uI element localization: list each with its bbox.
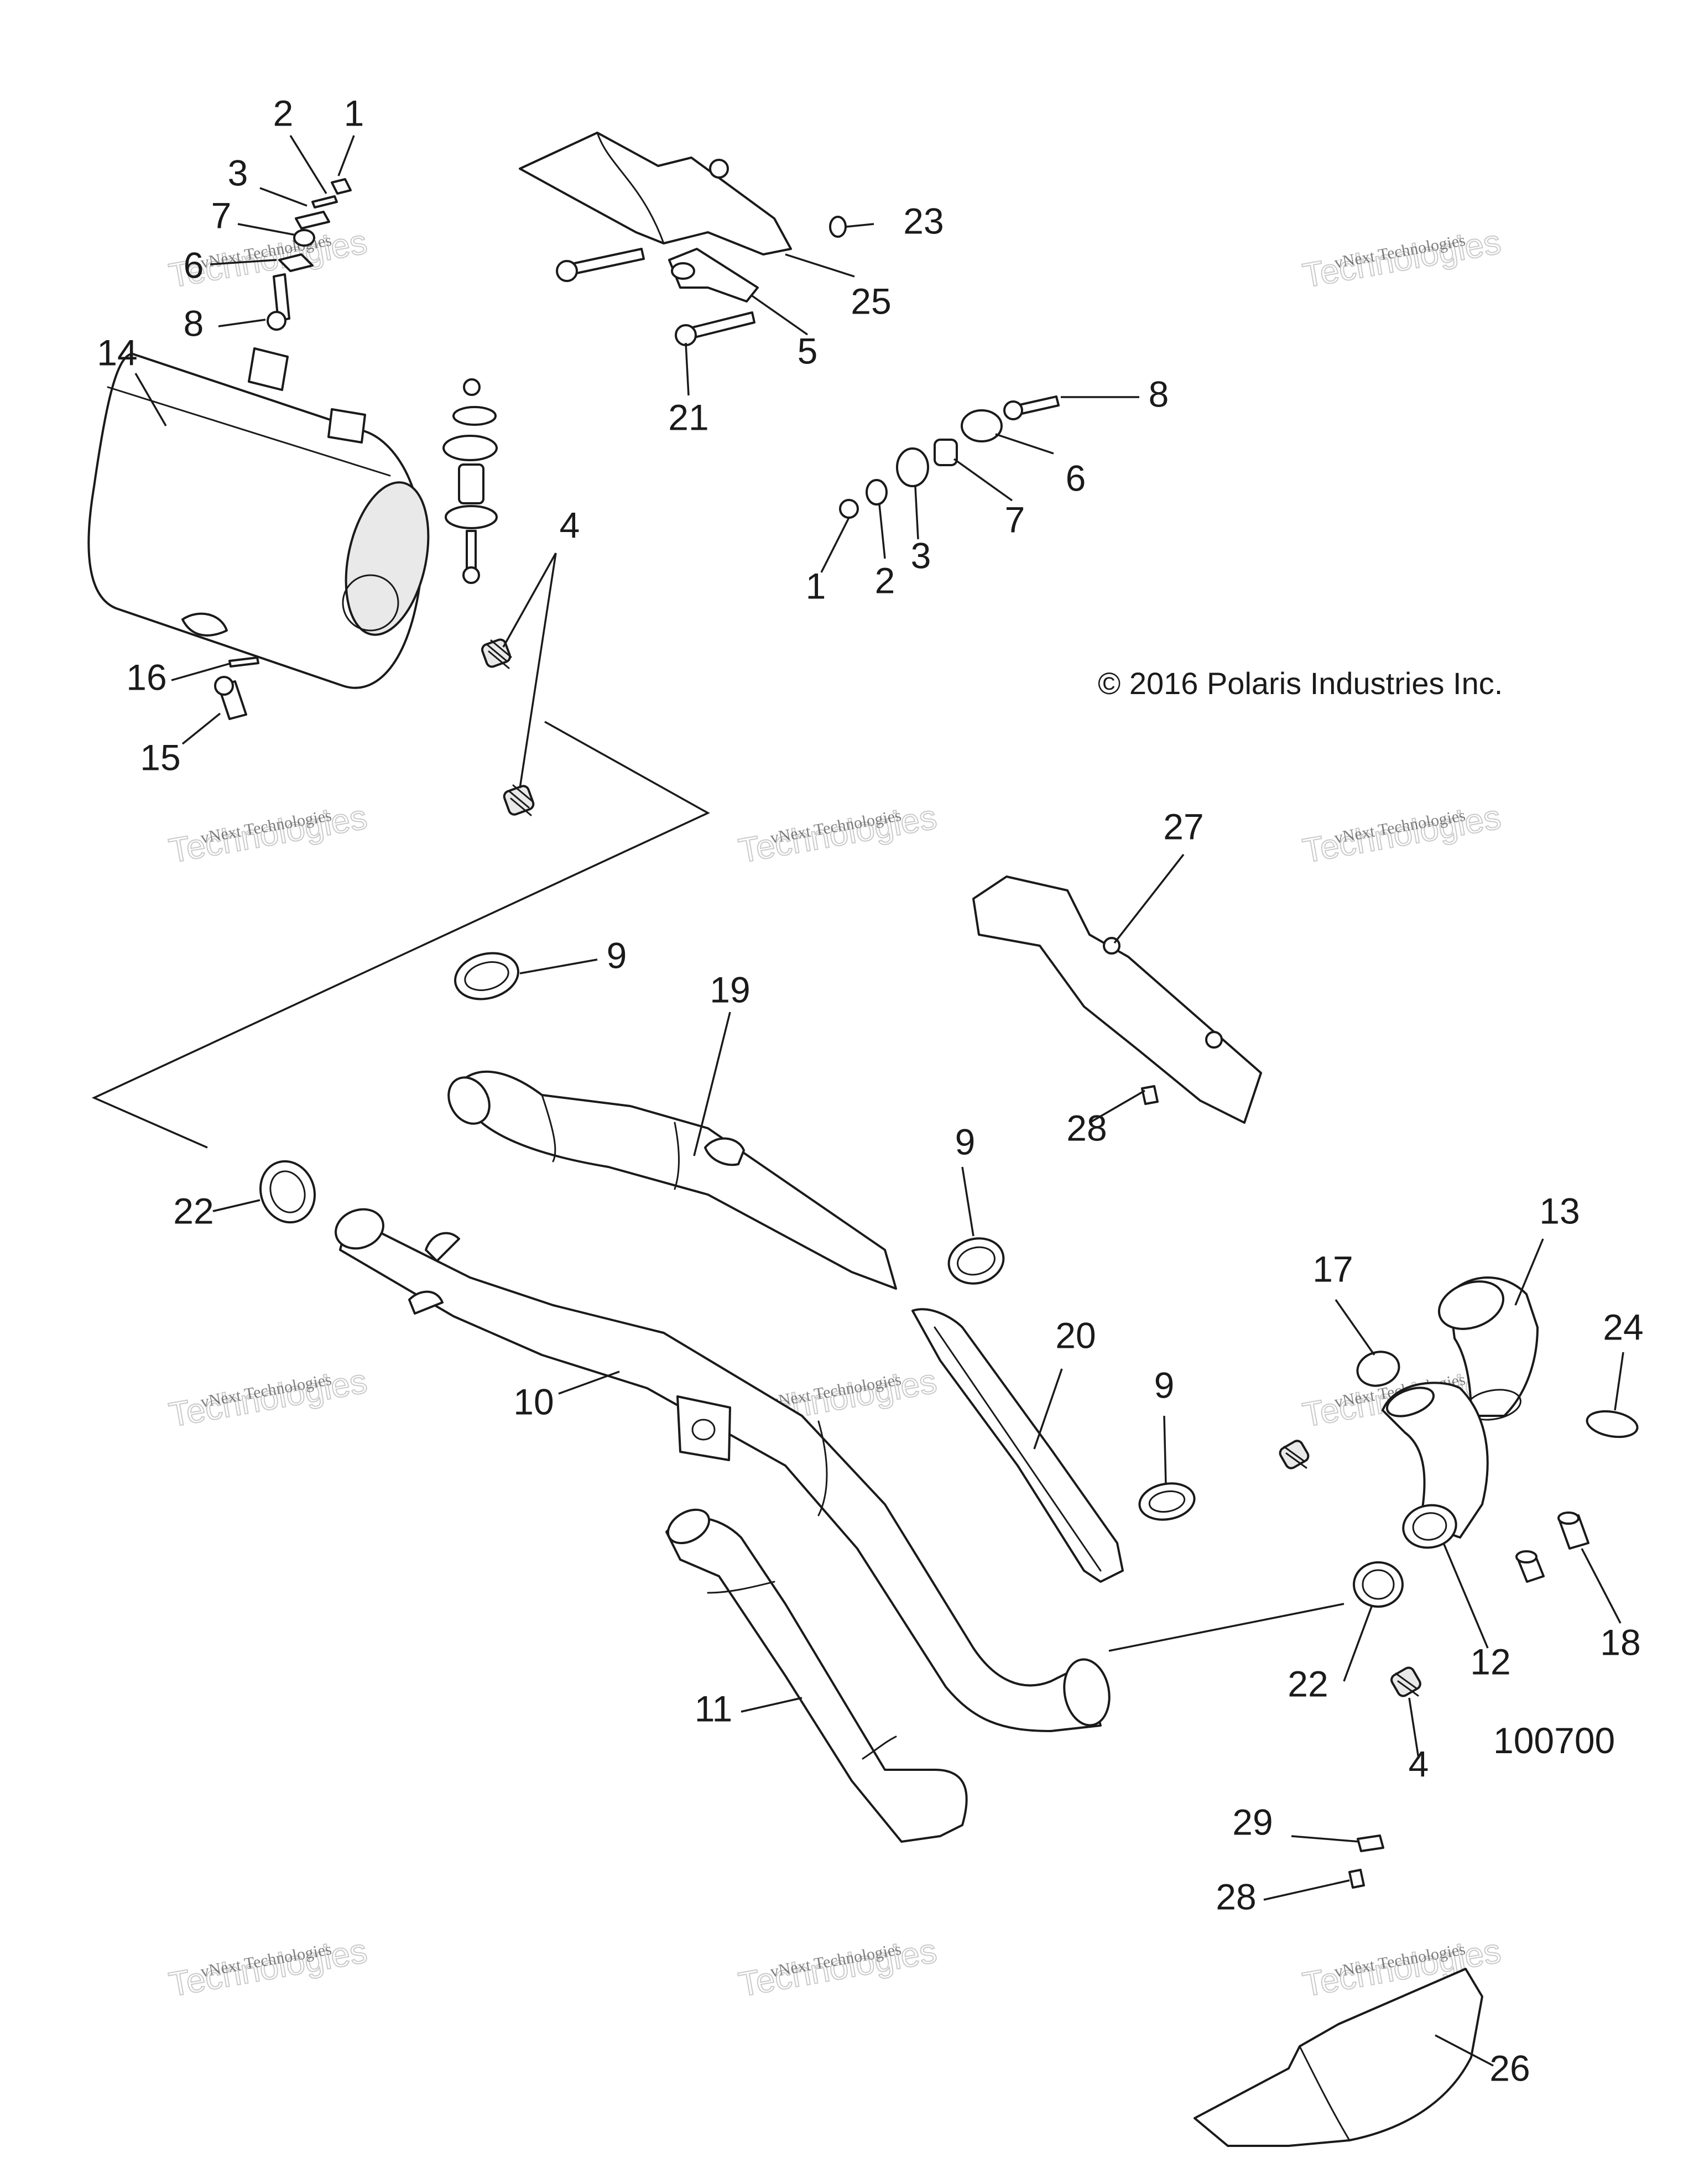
callout-label: 14 [97, 332, 137, 373]
clamp-24 [1586, 1410, 1639, 1438]
gasket [1353, 1561, 1404, 1608]
clamp [947, 1237, 1005, 1285]
callout-label: 21 [668, 397, 708, 437]
callout-label: 3 [228, 152, 248, 193]
watermark: Technologies vNext Technologies [165, 798, 370, 871]
clip [829, 216, 847, 238]
copyright-notice: © 2016 Polaris Industries Inc. [1098, 666, 1503, 701]
pipe-10 [335, 1208, 1111, 1732]
callout-label: 10 [513, 1381, 554, 1422]
heat-shield-20 [911, 1308, 1124, 1583]
muffler-mount-hardware-upper [267, 178, 352, 331]
callout-label: 25 [851, 280, 891, 321]
callout-label: 11 [695, 1688, 733, 1729]
callout-label: 9 [955, 1121, 976, 1162]
screw [1141, 1085, 1159, 1105]
callout-label: 28 [1216, 1876, 1256, 1917]
watermark: Technologies vNext Technologies [1299, 222, 1504, 296]
clamp [454, 952, 519, 1000]
callout-label: 13 [1539, 1190, 1580, 1231]
callout-label: 8 [1149, 373, 1169, 414]
callout-label: 18 [1600, 1622, 1640, 1662]
assembly-lines [91, 721, 1344, 1652]
callout-label: 7 [211, 195, 232, 236]
callout-label: 9 [1154, 1364, 1175, 1405]
watermark: Technologies vNext Technologies [165, 1362, 370, 1435]
callout-label: 1 [806, 565, 826, 606]
clip-29 [1357, 1834, 1384, 1852]
callout-label: 4 [560, 504, 580, 545]
watermark: Technologies vNext Technologies [735, 1931, 940, 2005]
shield-nut [709, 159, 729, 179]
muffler-mount-hardware-right [839, 395, 1060, 519]
heat-shield-middle [972, 875, 1262, 1124]
studs [1515, 1511, 1589, 1583]
callout-label: 17 [1312, 1248, 1353, 1289]
callout-label: 3 [911, 535, 931, 576]
heat-shield-upper [519, 132, 792, 256]
pipe-19 [447, 1070, 897, 1290]
callout-label: 22 [173, 1190, 213, 1231]
callout-label: 24 [1603, 1306, 1643, 1347]
clamp [1138, 1482, 1196, 1521]
callout-label: 6 [1066, 457, 1086, 498]
pipe-12 [1382, 1382, 1489, 1549]
callout-label: 28 [1066, 1107, 1107, 1148]
heat-shield-lower [1194, 1968, 1483, 2147]
callout-labels: 1 2 3 7 6 8 23 25 5 21 8 6 7 3 2 1 14 4 … [97, 92, 1643, 2088]
gasket [259, 1160, 316, 1224]
callout-label: 2 [875, 560, 895, 601]
watermark: Technologies vNext Technologies [1299, 798, 1504, 871]
callout-label: 7 [1005, 499, 1025, 540]
callout-label: 23 [903, 200, 944, 241]
diagram-number: 100700 [1493, 1720, 1615, 1761]
pipe-11 [665, 1508, 968, 1843]
leader-lines [134, 135, 1624, 2067]
callout-label: 16 [126, 656, 166, 697]
callout-label: 1 [344, 92, 364, 133]
bracket [668, 248, 759, 303]
callout-label: 20 [1055, 1315, 1096, 1356]
callout-label: 5 [798, 330, 818, 371]
callout-label: 26 [1489, 2047, 1530, 2088]
spring [1279, 1440, 1310, 1469]
callout-label: 6 [184, 244, 204, 285]
callout-label: 22 [1288, 1663, 1328, 1704]
rubber-mount-stack [442, 378, 498, 584]
screw-28 [1348, 1869, 1365, 1889]
watermark: Technologies vNext Technologies [165, 1931, 370, 2005]
watermark: Technologies vNext Technologies [735, 798, 940, 871]
callout-label: 4 [1409, 1743, 1429, 1784]
callout-label: 29 [1232, 1801, 1273, 1842]
muffler [87, 347, 430, 689]
pin [228, 656, 259, 668]
callout-label: 19 [710, 969, 750, 1010]
callout-label: 15 [140, 737, 180, 778]
callout-label: 8 [184, 303, 204, 343]
callout-label: 12 [1470, 1641, 1510, 1682]
callout-label: 9 [607, 935, 627, 976]
spring [1390, 1666, 1421, 1697]
callout-label: 27 [1163, 806, 1203, 847]
spring [503, 784, 535, 816]
callout-label: 2 [273, 92, 294, 133]
